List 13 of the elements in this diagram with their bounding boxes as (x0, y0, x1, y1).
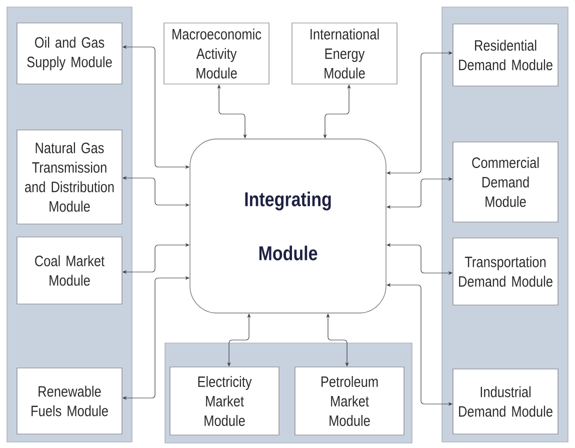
module-box: Commercial Demand Module (452, 142, 558, 222)
module-box: Coal Market Module (16, 236, 122, 304)
module-box: Petroleum Market Module (294, 366, 404, 436)
module-box: Electricity Market Module (170, 366, 280, 436)
module-box: Renewable Fuels Module (16, 368, 122, 434)
module-box: Macroeconomic Activity Module (164, 22, 270, 84)
rounded-box: Integrating Module (190, 138, 386, 314)
module-box: Oil and Gas Supply Module (16, 22, 122, 84)
module-box: International Energy Module (292, 22, 398, 84)
module-box: Natural Gas Transmission and Distribution Module (16, 130, 122, 224)
module-box: Industrial Demand Module (452, 368, 558, 434)
module-box: Transportation Demand Module (452, 238, 558, 306)
module-box: Residential Demand Module (452, 24, 558, 86)
